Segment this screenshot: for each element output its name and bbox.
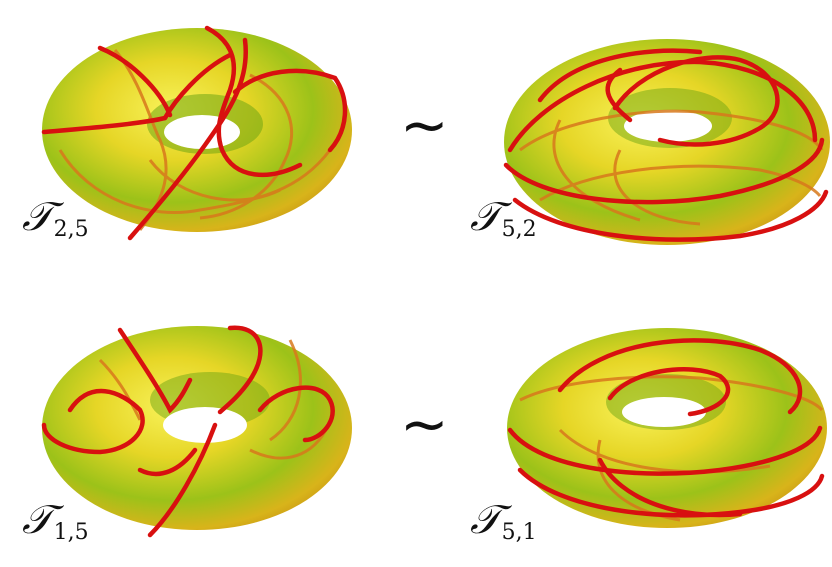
label-symbol: 𝒯 [470,194,501,240]
torus-panel-t15 [41,325,352,538]
torus-hole [163,407,247,443]
label-subscript: 1,5 [53,520,89,545]
label-subscript: 5,2 [501,217,537,242]
label-subscript: 5,1 [501,520,537,545]
label-t52: 𝒯5,2 [470,197,537,241]
torus-hole [624,110,712,142]
label-t51: 𝒯5,1 [470,500,537,544]
label-t25: 𝒯2,5 [22,197,89,241]
label-subscript: 2,5 [53,217,89,242]
knot-front-strands [503,48,829,242]
knot-front-strands [507,338,825,518]
knot-front-strands [41,25,348,241]
equivalence-symbol-bottom: ~ [400,390,449,458]
knot-front-strands [41,325,335,538]
torus-hole [622,397,706,427]
label-symbol: 𝒯 [470,497,501,543]
label-t15: 𝒯1,5 [22,500,89,544]
label-symbol: 𝒯 [22,497,53,543]
equivalence-symbol-top: ~ [400,91,449,159]
torus-panel-t52 [503,39,830,245]
torus-hole [164,115,240,149]
torus-panel-t25 [41,25,352,241]
torus-panel-t51 [507,328,827,528]
label-symbol: 𝒯 [22,194,53,240]
